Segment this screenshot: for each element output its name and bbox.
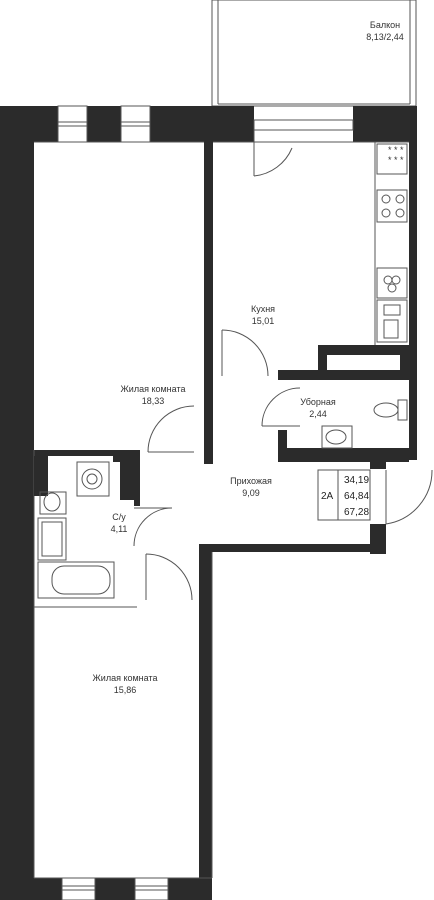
hall-name: Прихожая <box>230 476 272 486</box>
bathroom-label: С/у 4,11 <box>111 512 128 534</box>
living1-area: 18,33 <box>142 396 165 406</box>
balcony-label: Балкон 8,13/2,44 <box>366 20 404 42</box>
balcony-name: Балкон <box>370 20 400 30</box>
hall-label: Прихожая 9,09 <box>230 476 272 498</box>
living2-name: Жилая комната <box>92 673 157 683</box>
toilet-fixtures <box>321 399 408 449</box>
living1-label: Жилая комната 18,33 <box>120 384 185 406</box>
bathroom-walls <box>34 456 140 506</box>
stove-icon <box>381 194 405 218</box>
bathroom-area: 4,11 <box>111 524 128 534</box>
apartment-legend: 2А 34,19 64,84 67,28 <box>317 469 371 521</box>
apartment-type: 2А <box>321 491 334 502</box>
balcony-area: 8,13/2,44 <box>366 32 404 42</box>
toilet-name: Уборная <box>300 397 336 407</box>
svg-text:* * *: * * * <box>388 145 404 155</box>
bathroom-fixtures <box>37 461 115 599</box>
kitchen-area: 15,01 <box>252 316 275 326</box>
outer-walls <box>0 106 417 900</box>
kitchen-name: Кухня <box>251 304 275 314</box>
apartment-area-full: 67,28 <box>344 507 369 518</box>
bathroom-name: С/у <box>112 512 126 522</box>
door-arcs <box>133 130 433 601</box>
inner-lines <box>33 141 409 879</box>
living1-name: Жилая комната <box>120 384 185 394</box>
svg-text:* * *: * * * <box>388 155 404 165</box>
sink-icon <box>383 275 401 339</box>
windows <box>57 105 354 900</box>
hall-area: 9,09 <box>242 488 260 498</box>
kitchen-counter <box>374 142 408 345</box>
balcony-outline <box>211 0 417 107</box>
living2-area: 15,86 <box>114 685 137 695</box>
toilet-area: 2,44 <box>309 409 327 419</box>
toilet-label: Уборная 2,44 <box>300 397 336 419</box>
kitchen-label: Кухня 15,01 <box>251 304 275 326</box>
living2-label: Жилая комната 15,86 <box>92 673 157 695</box>
apartment-area-total: 64,84 <box>344 491 369 502</box>
kitchen-partitions <box>278 345 409 469</box>
stars-icon: * * * * * * <box>388 145 404 165</box>
apartment-area-living: 34,19 <box>344 475 369 486</box>
